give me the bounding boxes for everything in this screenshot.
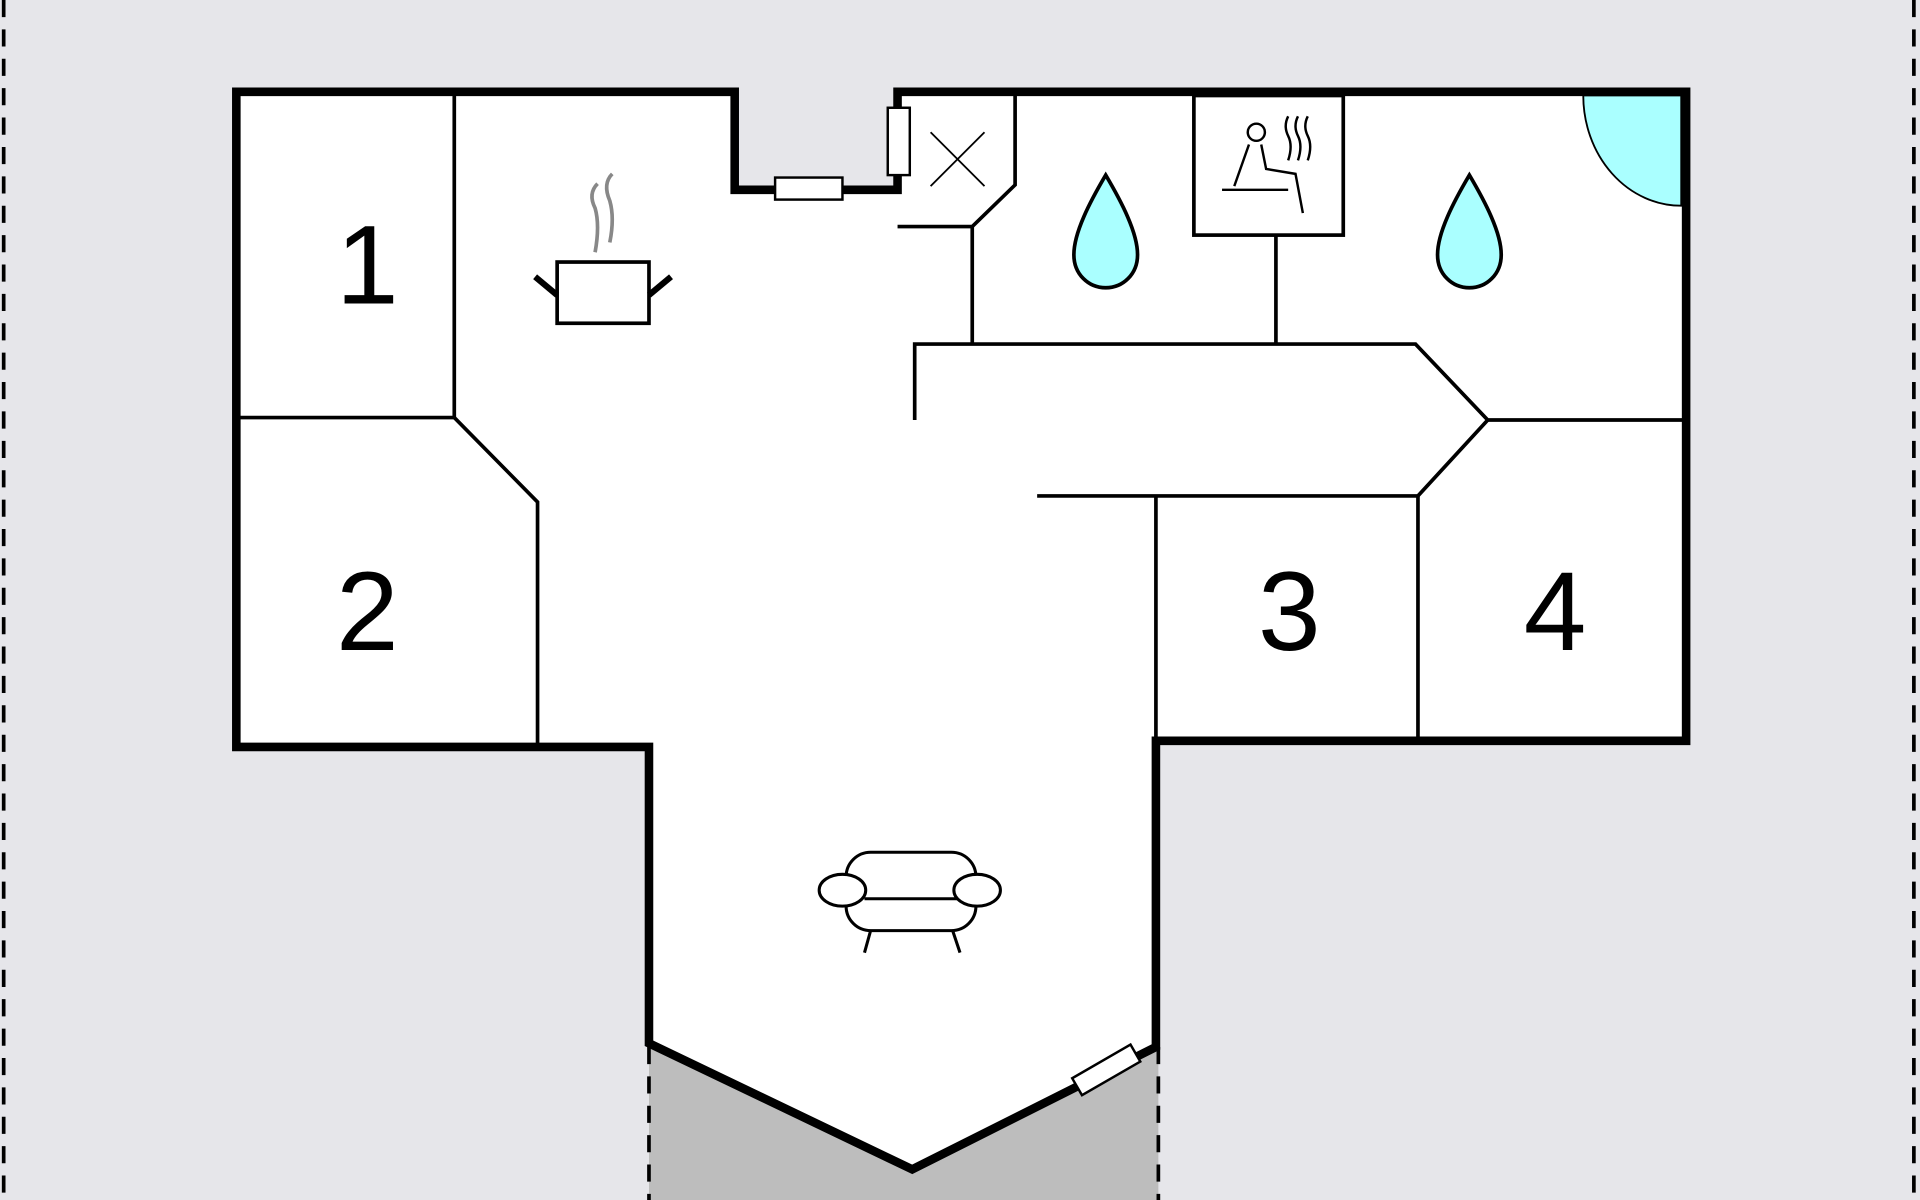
- interior-walls: [240, 93, 1683, 744]
- window: [773, 176, 844, 201]
- entrance-door: [1070, 1042, 1142, 1097]
- room-number-2: 2: [336, 548, 399, 674]
- water-drop-icon: [1072, 171, 1140, 290]
- kitchen-pot-icon: [533, 172, 673, 326]
- room-number-1: 1: [336, 202, 399, 328]
- utility-x-icon: [929, 131, 986, 187]
- sofa-icon: [817, 850, 1002, 954]
- room-number-4: 4: [1524, 548, 1587, 674]
- room-number-3: 3: [1258, 548, 1321, 674]
- house-outline: [232, 87, 1691, 1175]
- window: [886, 106, 912, 177]
- shower-quarter-circle-icon: [1582, 94, 1683, 207]
- sauna-icon: [1222, 115, 1312, 214]
- water-drop-icon: [1435, 171, 1504, 290]
